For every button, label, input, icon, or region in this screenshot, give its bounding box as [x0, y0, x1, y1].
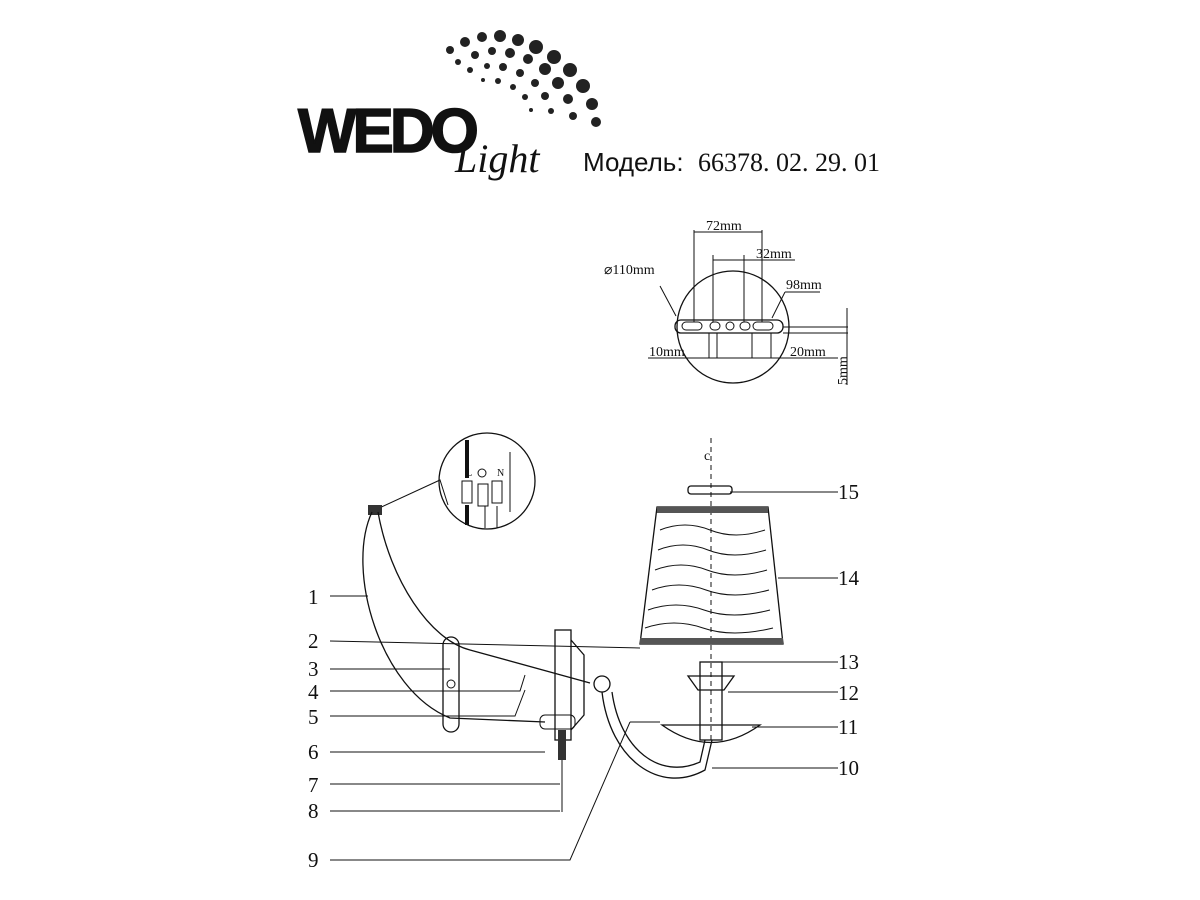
part-number-7: 7: [308, 773, 319, 797]
model-label: Модель:: [583, 147, 684, 177]
part-number-1: 1: [308, 585, 319, 609]
part-number-3: 3: [308, 657, 319, 681]
part-number-8: 8: [308, 799, 319, 823]
terminal-neutral-label: N: [497, 468, 504, 479]
terminal-block-callout: L N: [368, 432, 536, 530]
model-number: 66378. 02. 29. 01: [698, 148, 880, 177]
wall-bracket: [442, 636, 460, 733]
part-number-4: 4: [308, 680, 319, 704]
centerline-mark: c: [704, 449, 710, 464]
part-number-12: 12: [838, 681, 859, 705]
part-number-9: 9: [308, 848, 319, 872]
dim-98mm: 98mm: [786, 278, 822, 293]
part-number-10: 10: [838, 756, 859, 780]
part-number-15: 15: [838, 480, 859, 504]
mounting-plate-drawing: 72mm 32mm ⌀110mm 98mm 10mm 20mm 5mm: [604, 219, 851, 385]
dim-diameter-110mm: ⌀110mm: [604, 263, 655, 278]
part-number-5: 5: [308, 705, 319, 729]
part-number-11: 11: [838, 715, 858, 739]
shade-wave-pattern: [644, 524, 774, 634]
supply-wire-1: [362, 511, 546, 723]
wedo-light-logo: WEDO Light: [297, 30, 601, 181]
part-number-2: 2: [308, 629, 319, 653]
lamp-socket: [699, 661, 723, 741]
terminal-live-label: L: [466, 468, 472, 479]
dim-32mm: 32mm: [756, 247, 792, 262]
dim-72mm: 72mm: [706, 219, 742, 234]
part-numbers: 1 2 3 4 5 6 7 8 9 10 11 12 13 14 15: [308, 480, 860, 872]
supply-wire-2: [377, 511, 591, 684]
logo-script: Light: [454, 136, 540, 181]
part-number-14: 14: [838, 566, 860, 590]
part-number-13: 13: [838, 650, 859, 674]
logo-wordmark: WEDO: [298, 97, 477, 166]
dim-5mm: 5mm: [836, 356, 851, 385]
dim-10mm: 10mm: [649, 345, 685, 360]
logo-dot-swirl: [446, 30, 601, 127]
leader-lines: [329, 491, 838, 861]
part-number-6: 6: [308, 740, 319, 764]
lamp-arm: [601, 691, 713, 779]
dim-20mm: 20mm: [790, 345, 826, 360]
finial: [687, 485, 733, 495]
